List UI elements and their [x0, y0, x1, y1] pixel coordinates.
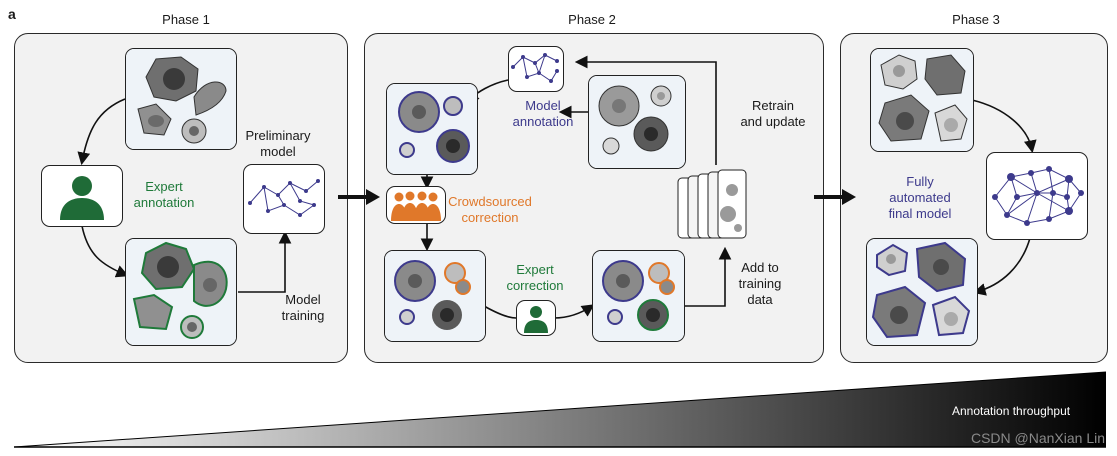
expert-correction-text: Expert correction [506, 262, 564, 293]
expert-correction-label: Expert correction [496, 262, 574, 294]
crowd-icon [391, 191, 441, 221]
model-annotation-label: Model annotation [506, 98, 580, 130]
add-training-data-text: Add to training data [738, 260, 782, 307]
expert-annotation-text: Expert annotation [133, 179, 195, 210]
phase-3-title: Phase 3 [952, 12, 1000, 27]
figure-letter: a [8, 6, 16, 22]
model-annotation-network-tile [508, 46, 564, 92]
crowd-corrected-cells-image [384, 250, 486, 342]
expert-corrected-cells-image [592, 250, 685, 342]
model-training-label: Model training [268, 292, 338, 324]
throughput-label: Annotation throughput [952, 404, 1071, 418]
raw-cells-image [125, 48, 237, 150]
watermark: CSDN @NanXian Lin [970, 430, 1105, 446]
expert-annotation-label: Expert annotation [126, 179, 202, 211]
final-model-network-tile [986, 152, 1088, 240]
expert-tile [41, 165, 123, 227]
final-segmented-cells-image [866, 238, 978, 346]
network-icon [248, 179, 320, 217]
new-raw-cells-image [588, 75, 686, 169]
phase-2-title: Phase 2 [568, 12, 616, 27]
retrain-update-label: Retrain and update [736, 98, 810, 130]
preliminary-model-tile [243, 164, 325, 234]
network-icon [992, 166, 1084, 226]
crowdsourced-correction-text: Crowdsourced correction [448, 194, 532, 225]
preliminary-model-text: Preliminary model [245, 128, 311, 159]
person-icon [60, 176, 104, 220]
preliminary-model-label: Preliminary model [236, 128, 320, 160]
model-annotated-cells-image [386, 83, 478, 175]
retrain-update-text: Retrain and update [740, 98, 806, 129]
final-model-text: Fully automated final model [888, 174, 952, 221]
phase-1-title: Phase 1 [162, 12, 210, 27]
add-training-data-label: Add to training data [730, 260, 790, 308]
person-icon [524, 306, 548, 333]
model-training-text: Model training [281, 292, 325, 323]
network-icon [511, 53, 559, 83]
model-annotation-text: Model annotation [512, 98, 574, 129]
crowdsourced-correction-label: Crowdsourced correction [448, 194, 532, 226]
expert-correction-tile [516, 300, 556, 336]
expert-annotated-cells-image [125, 238, 237, 346]
final-model-label: Fully automated final model [878, 174, 962, 222]
crowd-tile [386, 186, 446, 224]
phase3-raw-cells-image [870, 48, 974, 152]
